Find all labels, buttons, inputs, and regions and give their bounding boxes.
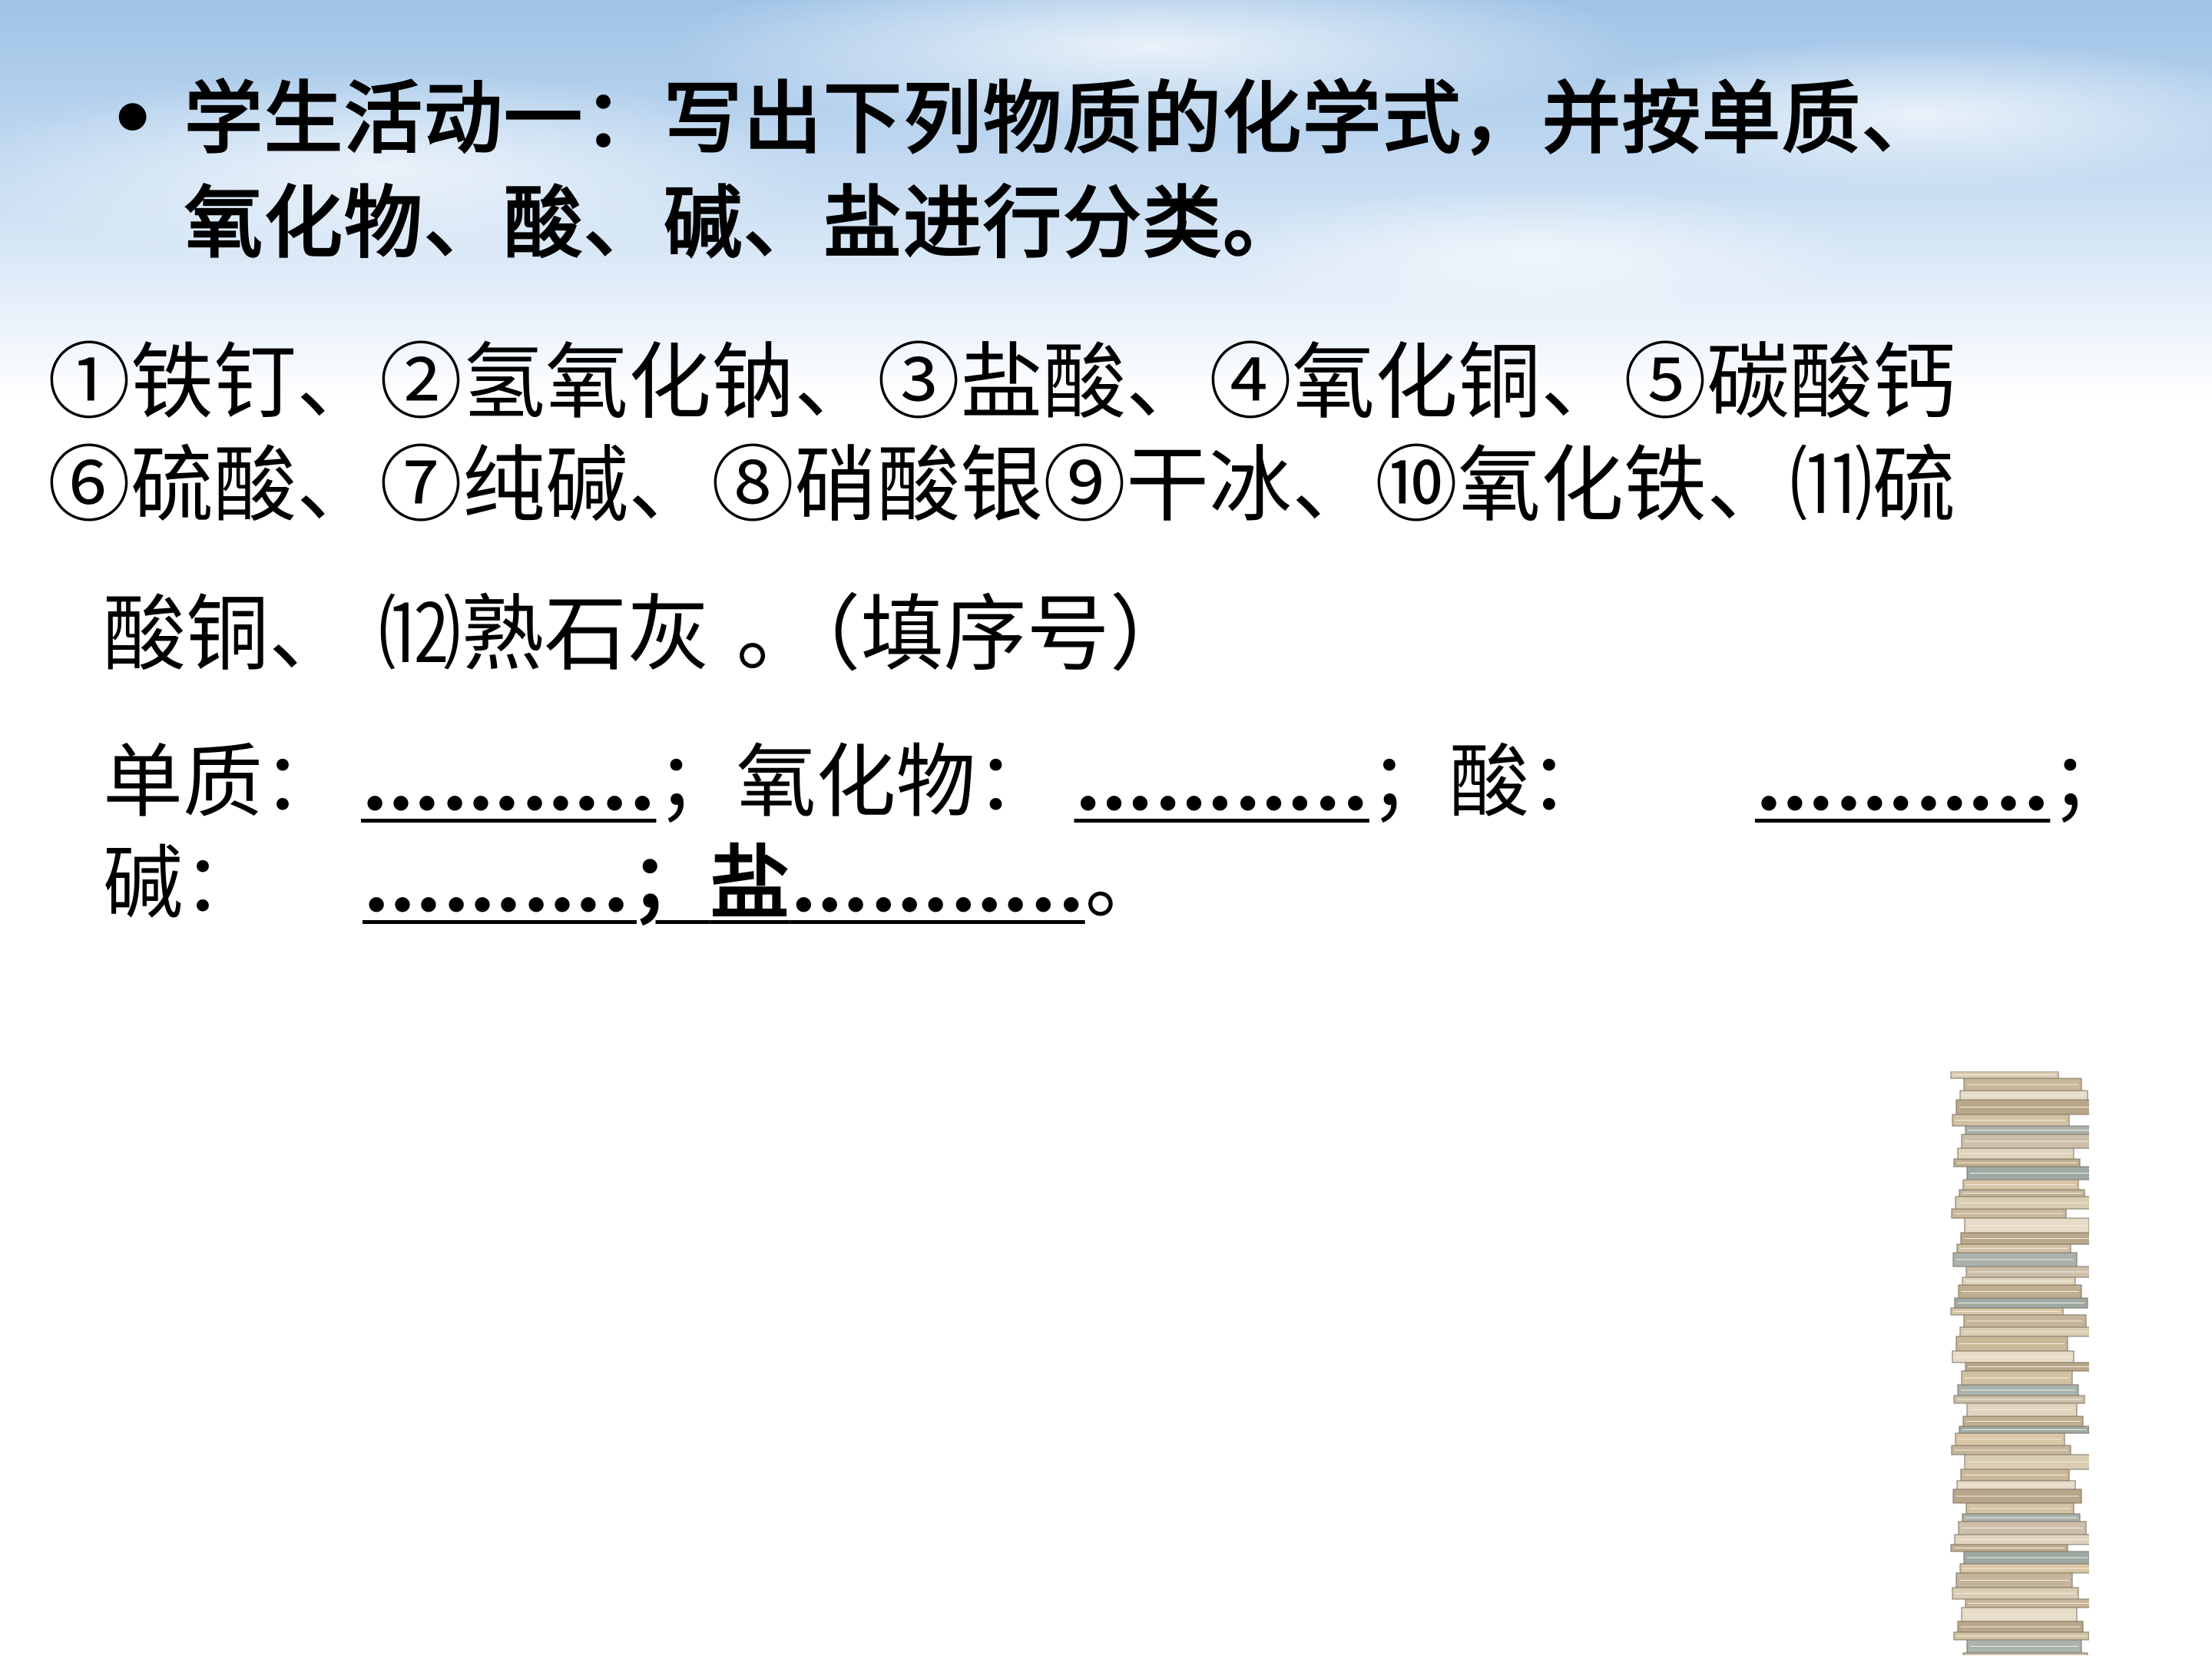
separator-3: ； (2050, 735, 2131, 829)
substance-list-continued: 酸铜、 ⑿熟石灰 。（填序号） (103, 584, 2100, 687)
stack-of-books-icon (1950, 1071, 2089, 1655)
substance-line-1: ①铁钉、②氢氧化钠、③盐酸、④氧化铜、⑤碳酸钙 (48, 335, 1956, 431)
acid-blank[interactable]: ……….. (1754, 734, 2051, 829)
answer-row-2: 碱： ……….；盐………..。 (103, 833, 2138, 934)
separator-2: ； (1369, 735, 1449, 829)
sky-background (0, 0, 2212, 399)
answer-row-1: 单质：………..；氧化物：………..；酸：………..； (103, 731, 2138, 833)
base-blank[interactable]: ……….； (363, 836, 710, 930)
classification-answers: 单质：………..；氧化物：………..；酸：………..； 碱：……….；盐……….… (103, 731, 2138, 934)
activity-title: 学生活动一：写出下列物质的化学式，并按单质、 氧化物、酸、碱、盐进行分类。 (184, 68, 2066, 276)
oxide-blank[interactable]: ……….. (1074, 734, 1369, 829)
base-label: 碱： (103, 836, 263, 930)
elemental-label: 单质： (103, 735, 343, 829)
acid-label: 酸： (1449, 735, 1609, 829)
end-period: 。 (1084, 836, 1165, 930)
substance-list: ①铁钉、②氢氧化钠、③盐酸、④氧化铜、⑤碳酸钙 ⑥硫酸、⑦纯碱、⑧硝酸银⑨干冰、… (48, 332, 2121, 538)
salt-label: 盐 (710, 836, 790, 930)
title-line-2: 氧化物、酸、碱、盐进行分类。 (184, 178, 1303, 270)
oxide-label: 氧化物： (736, 735, 1056, 829)
bullet-point: • (108, 74, 158, 165)
substance-line-3: 酸铜、 ⑿熟石灰 。（填序号） (103, 587, 1193, 683)
title-line-1: 学生活动一：写出下列物质的化学式，并按单质、 (184, 74, 1942, 165)
salt-blank[interactable]: ……….. (790, 836, 1085, 930)
separator-1: ； (656, 735, 737, 829)
elemental-blank[interactable]: ……….. (361, 734, 657, 829)
substance-line-2: ⑥硫酸、⑦纯碱、⑧硝酸银⑨干冰、⑩氧化铁、⑾硫 (48, 438, 1956, 534)
book-spine (1962, 1652, 2088, 1655)
